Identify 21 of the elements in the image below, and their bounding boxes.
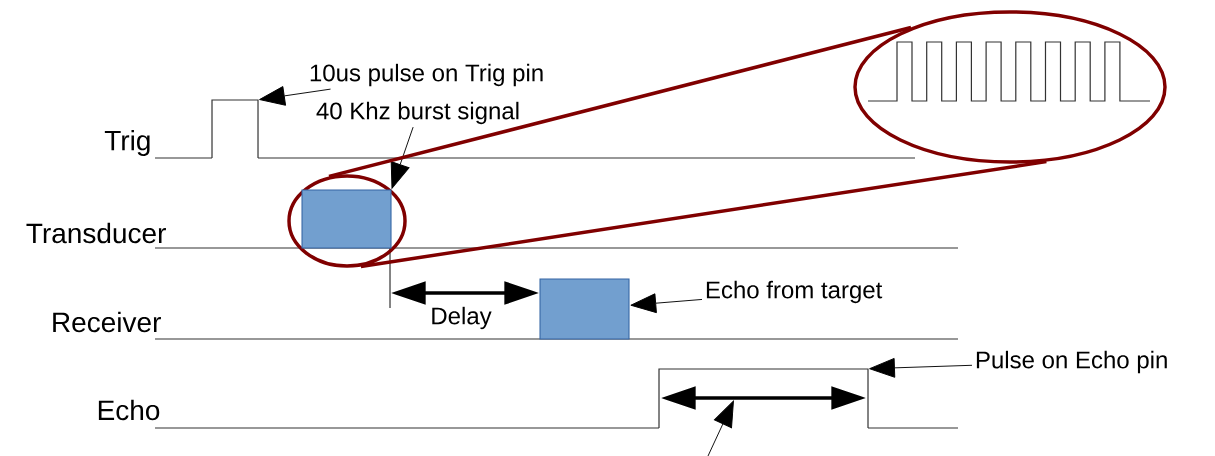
leader-line — [869, 357, 973, 378]
signal-label: Delay — [432, 306, 492, 330]
signal-label: Echo — [98, 399, 160, 421]
echo-pulse — [658, 368, 869, 429]
leader-line — [259, 86, 331, 106]
zoom-line — [360, 159, 1047, 269]
annotation-text: 10us pulse on Trig pin — [310, 63, 543, 87]
signal-label: Trig — [104, 129, 150, 157]
trig-pulse — [211, 99, 259, 159]
annotation-text: 40 Khz burst signal — [316, 101, 519, 125]
signal-burst-box — [301, 189, 392, 249]
signal-label: Receiver — [53, 311, 161, 333]
magnifier-ellipse — [853, 10, 1167, 164]
zoom-line — [328, 25, 912, 179]
annotation-text: Pulse on Echo pin — [976, 350, 1167, 374]
signal-burst-box — [539, 278, 630, 340]
annotation-text: Echo from target — [706, 280, 883, 304]
signal-label: Transducer — [26, 222, 166, 244]
leader-line — [390, 126, 414, 189]
leader-line — [707, 400, 734, 456]
leader-line — [630, 293, 703, 314]
